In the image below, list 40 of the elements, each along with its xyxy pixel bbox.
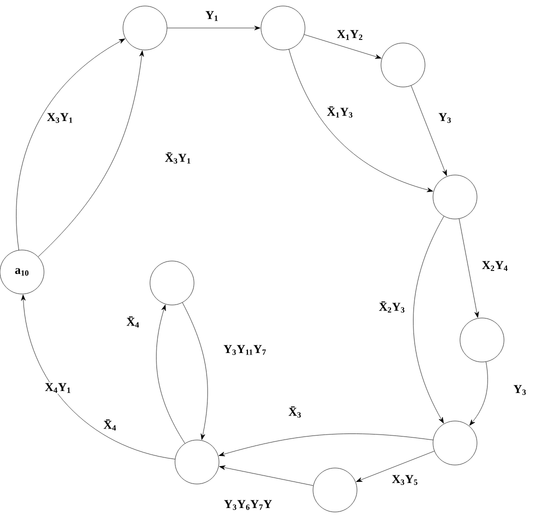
empty-state-circle: [174, 440, 220, 484]
empty-state-circle: [122, 6, 168, 50]
arrow: [182, 302, 208, 440]
empty-state-circle: [432, 420, 478, 466]
arrow: [458, 218, 479, 318]
empty-state-circle: [312, 468, 358, 512]
arrow: [413, 216, 444, 424]
edge-label: Y$_{1}$: [204, 10, 220, 22]
empty-state-circle: [460, 318, 504, 362]
empty-state-circle: [260, 6, 306, 50]
arrow: [156, 304, 186, 444]
edge-label: Y$_{3}$Y$_{11}$Y$_{7}$: [222, 344, 268, 356]
empty-state-circle: [150, 260, 194, 306]
edge-label: X̄$_{3}$Y$_{1}$: [164, 151, 192, 165]
arrow: [356, 450, 435, 482]
arrow: [167, 26, 260, 30]
arrow: [219, 465, 314, 486]
edge-label: X̄$_{1}$Y$_{3}$: [326, 105, 354, 119]
arrow: [218, 434, 434, 456]
arrow: [38, 50, 144, 257]
edge-label: X$_{3}$Y$_{5}$: [390, 474, 420, 486]
edge-label: X$_{1}$Y$_{2}$: [336, 29, 364, 41]
edge-label: X$_{4}$Y$_{1}$: [44, 382, 72, 394]
condition-label: X̄$_{4}$: [104, 419, 116, 431]
edge-label: X̄$_{3}$: [287, 405, 303, 419]
empty-state-circle: [432, 174, 478, 220]
empty-state-circle: [380, 42, 426, 88]
edge-label: Y$_{3}$: [437, 112, 453, 124]
edge-label: Y$_{3}$Y$_{6}$Y$_{7}$Y: [222, 499, 274, 511]
edge-label: X̄$_{2}$Y$_{3}$: [378, 300, 406, 314]
arrow: [21, 294, 176, 460]
arrow: [16, 38, 126, 250]
arrow: [304, 34, 382, 59]
edge-label: X$_{3}$Y$_{1}$: [46, 112, 74, 124]
edge-label: X̄$_{4}$: [125, 315, 141, 329]
edge-label: X$_{2}$Y$_{4}$: [480, 260, 510, 272]
arrow: [288, 49, 434, 192]
arrow: [469, 362, 488, 426]
edge-label: Y$_{3}$: [512, 384, 528, 396]
arrow: [410, 85, 447, 176]
